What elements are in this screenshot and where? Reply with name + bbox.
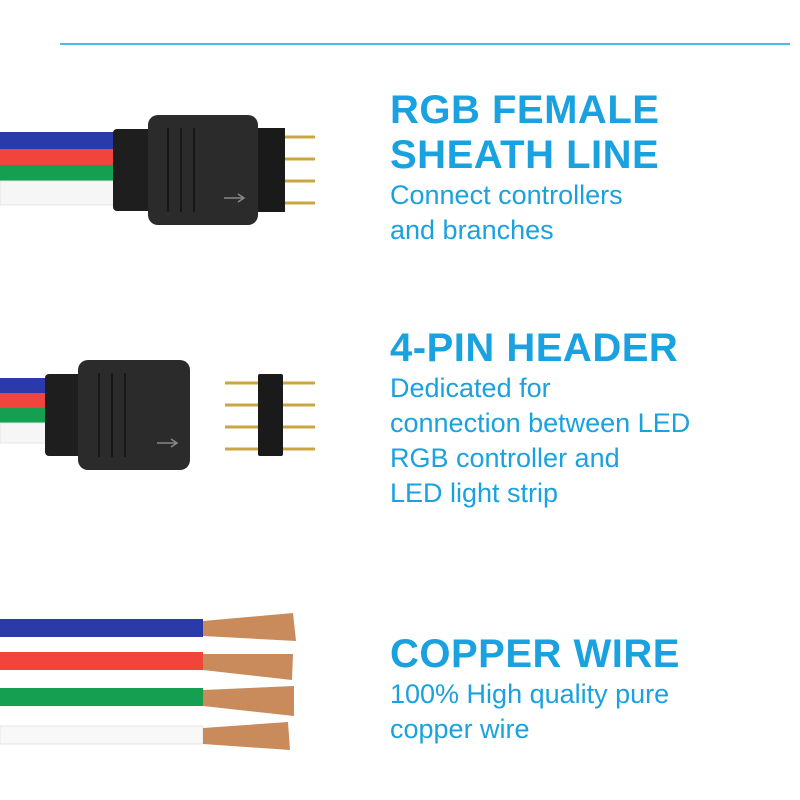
section-title: SHEATH LINE	[390, 133, 660, 177]
section-title: RGB FEMALE	[390, 88, 660, 132]
section-description: copper wire	[390, 714, 530, 744]
female-sheath-connector-image	[0, 115, 315, 225]
section-description: 100% High quality pure	[390, 679, 670, 709]
section-title: 4-PIN HEADER	[390, 326, 679, 370]
section-rgb-female: RGB FEMALE SHEATH LINE Connect controlle…	[390, 88, 659, 248]
section-description: Connect controllers	[390, 180, 623, 210]
section-title: COPPER WIRE	[390, 632, 680, 676]
section-4pin-header: 4-PIN HEADER Dedicated for connection be…	[390, 326, 690, 511]
section-description: Dedicated for	[390, 373, 551, 403]
section-copper-wire: COPPER WIRE 100% High quality pure coppe…	[390, 632, 680, 747]
top-divider	[60, 43, 790, 45]
pin-header-image	[0, 360, 315, 470]
section-description: RGB controller and	[390, 443, 620, 473]
section-description: LED light strip	[390, 478, 559, 508]
section-description: and branches	[390, 215, 554, 245]
section-description: connection between LED	[390, 408, 691, 438]
copper-wire-image	[0, 613, 296, 750]
